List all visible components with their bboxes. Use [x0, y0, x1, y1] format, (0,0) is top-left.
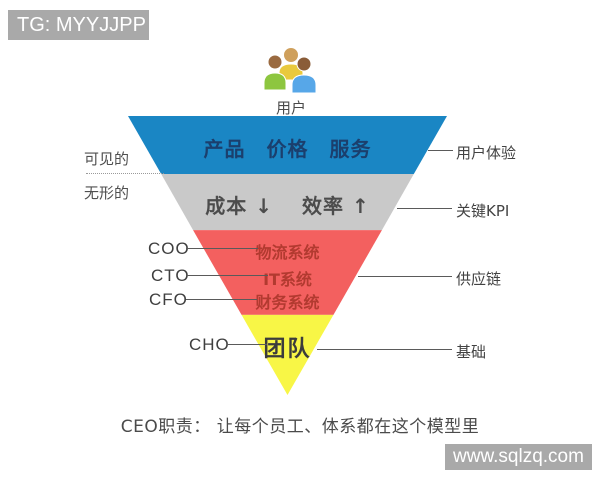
label-key-kpi: 关键KPI [456, 202, 510, 220]
watermark: www.sqlzq.com [445, 444, 592, 470]
tg-banner: TG: MYYJJPP [8, 10, 149, 40]
connector-line-supply-chain [358, 276, 452, 277]
connector-line-cfo [186, 299, 257, 300]
label-foundation: 基础 [456, 343, 487, 361]
connector-line-cto [186, 275, 268, 276]
layer2-text: 成本 ↓ 效率 ↑ [205, 194, 370, 218]
role-coo: COO [148, 239, 190, 258]
role-cfo: CFO [149, 290, 188, 309]
connector-line-foundation [317, 349, 452, 350]
layer-products [128, 116, 447, 175]
pyramid: 产品 价格 服务 成本 ↓ 效率 ↑ 物流系统 IT系统 财务系统 团队 [128, 116, 447, 395]
layer3-row-finance: 财务系统 [255, 293, 320, 312]
label-invisible: 无形的 [84, 184, 130, 202]
users-label: 用户 [275, 99, 306, 117]
role-cto: CTO [151, 266, 190, 285]
ceo-caption: CEO职责： 让每个员工、体系都在这个模型里 [120, 417, 480, 437]
label-visible: 可见的 [84, 150, 130, 168]
label-user-experience: 用户体验 [456, 144, 517, 162]
layer3-row-it: IT系统 [263, 270, 312, 289]
connector-line-user-experience [428, 150, 453, 151]
layer-kpi [161, 174, 414, 231]
layer3-row-logistics: 物流系统 [255, 243, 320, 262]
connector-line-cho [227, 344, 267, 345]
connector-line-coo [186, 248, 258, 249]
layer4-text: 团队 [263, 337, 312, 362]
watermark-text: www.sqlzq.com [453, 446, 584, 467]
visible-invisible-divider [86, 173, 164, 174]
tg-banner-text: TG: MYYJJPP [17, 14, 146, 36]
connector-line-key-kpi [397, 208, 452, 209]
role-cho: CHO [189, 335, 230, 354]
layer1-text: 产品 价格 服务 [203, 137, 372, 161]
label-supply-chain: 供应链 [456, 270, 502, 288]
users-icon [263, 47, 317, 94]
